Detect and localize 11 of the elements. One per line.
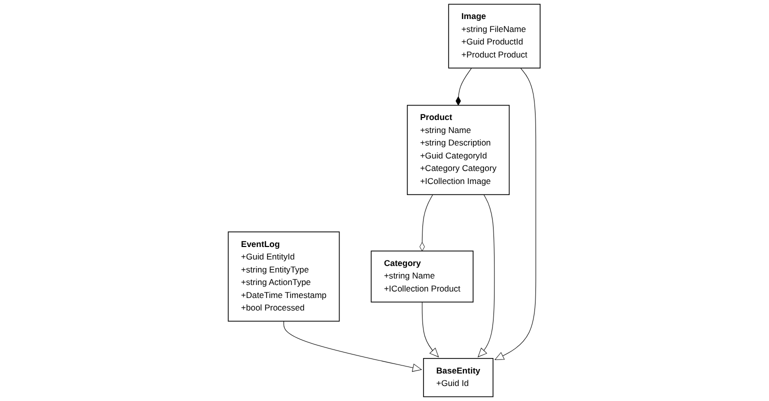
connector: [284, 320, 422, 372]
node-box: BaseEntity +Guid Id: [423, 358, 494, 398]
connector: [422, 302, 440, 358]
node-box: Product +string Name +string Description +Guid CategoryId +Category Category +ICollection Image: [407, 104, 510, 196]
connector: [456, 68, 472, 106]
node-box: Category +string Name +ICollection Product: [371, 250, 474, 302]
node-box: Image +string FileName +Guid ProductId +Product Product: [448, 4, 541, 68]
connector: [420, 194, 434, 252]
connector: [494, 68, 536, 360]
node-box: EventLog +Guid EntityId +string EntityType +string ActionType +DateTime Timestamp +bool Processed: [228, 231, 340, 322]
connector: [478, 194, 495, 358]
